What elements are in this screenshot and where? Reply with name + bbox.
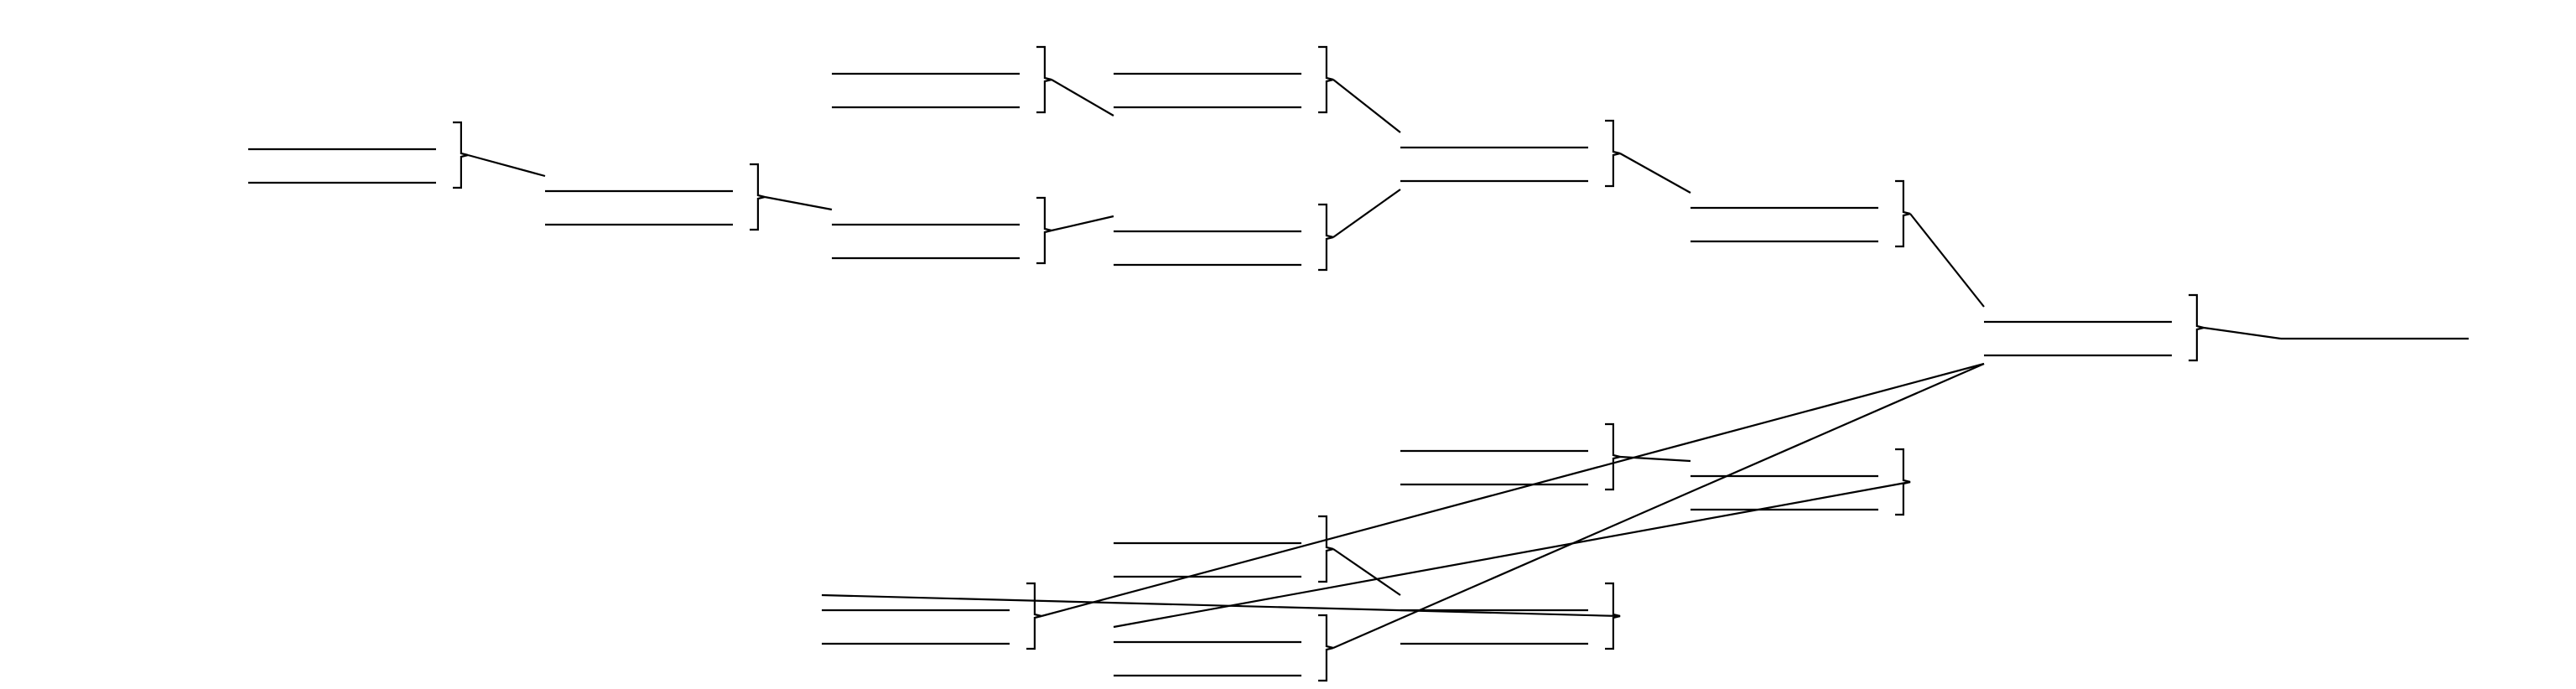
connector-e15-to-e9 [1041, 362, 1985, 618]
connector-e4-to-e5 [1051, 79, 1114, 117]
connector-e2-to-e3 [764, 195, 833, 211]
match-e1 [248, 148, 436, 184]
connector-e8-to-e9 [1909, 213, 1985, 308]
connector-e7-to-e8 [1619, 153, 1691, 194]
advance-connectors [467, 79, 2282, 650]
match-e9 [1984, 320, 2172, 357]
match-e5 [1114, 72, 1301, 109]
match-e14 [1114, 640, 1301, 677]
brace-e14 [1318, 614, 1334, 682]
connector-e12-to-e13 [1332, 548, 1401, 596]
connector-e9-to-winner [2203, 326, 2282, 340]
brace-e8 [1895, 179, 1911, 248]
match-e11 [1690, 474, 1878, 511]
brace-e3 [1036, 196, 1052, 265]
connector-e3-to-e6 [1051, 215, 1114, 232]
brace-e4 [1036, 45, 1052, 114]
connector-e5-to-e7 [1332, 79, 1401, 133]
pair-braces [453, 45, 2205, 682]
brace-e15 [1026, 582, 1042, 650]
brace-e9 [2189, 293, 2205, 362]
connector-e1-to-e2 [467, 153, 546, 178]
match-e10 [1400, 449, 1588, 486]
brace-e10 [1605, 422, 1621, 491]
brace-e1 [453, 121, 469, 189]
entry-slots [248, 72, 2469, 677]
connector-e14-to-e9 [1332, 362, 1985, 650]
match-e15 [822, 609, 1010, 645]
brace-e7 [1605, 119, 1621, 188]
brace-e5 [1318, 45, 1334, 114]
match-e4 [832, 72, 1020, 109]
connector-e6-to-e7 [1332, 189, 1401, 238]
brace-e12 [1318, 515, 1334, 583]
match-e3 [832, 223, 1020, 260]
brace-e6 [1318, 203, 1334, 272]
match-e8 [1690, 206, 1878, 243]
connector-e11-to-e14 [1113, 480, 1911, 629]
match-e7 [1400, 146, 1588, 183]
connector-e13-to-e15 [821, 593, 1621, 618]
match-e6 [1114, 230, 1301, 267]
match-e2 [545, 189, 733, 226]
match-e12 [1114, 541, 1301, 578]
brace-e2 [750, 163, 766, 231]
